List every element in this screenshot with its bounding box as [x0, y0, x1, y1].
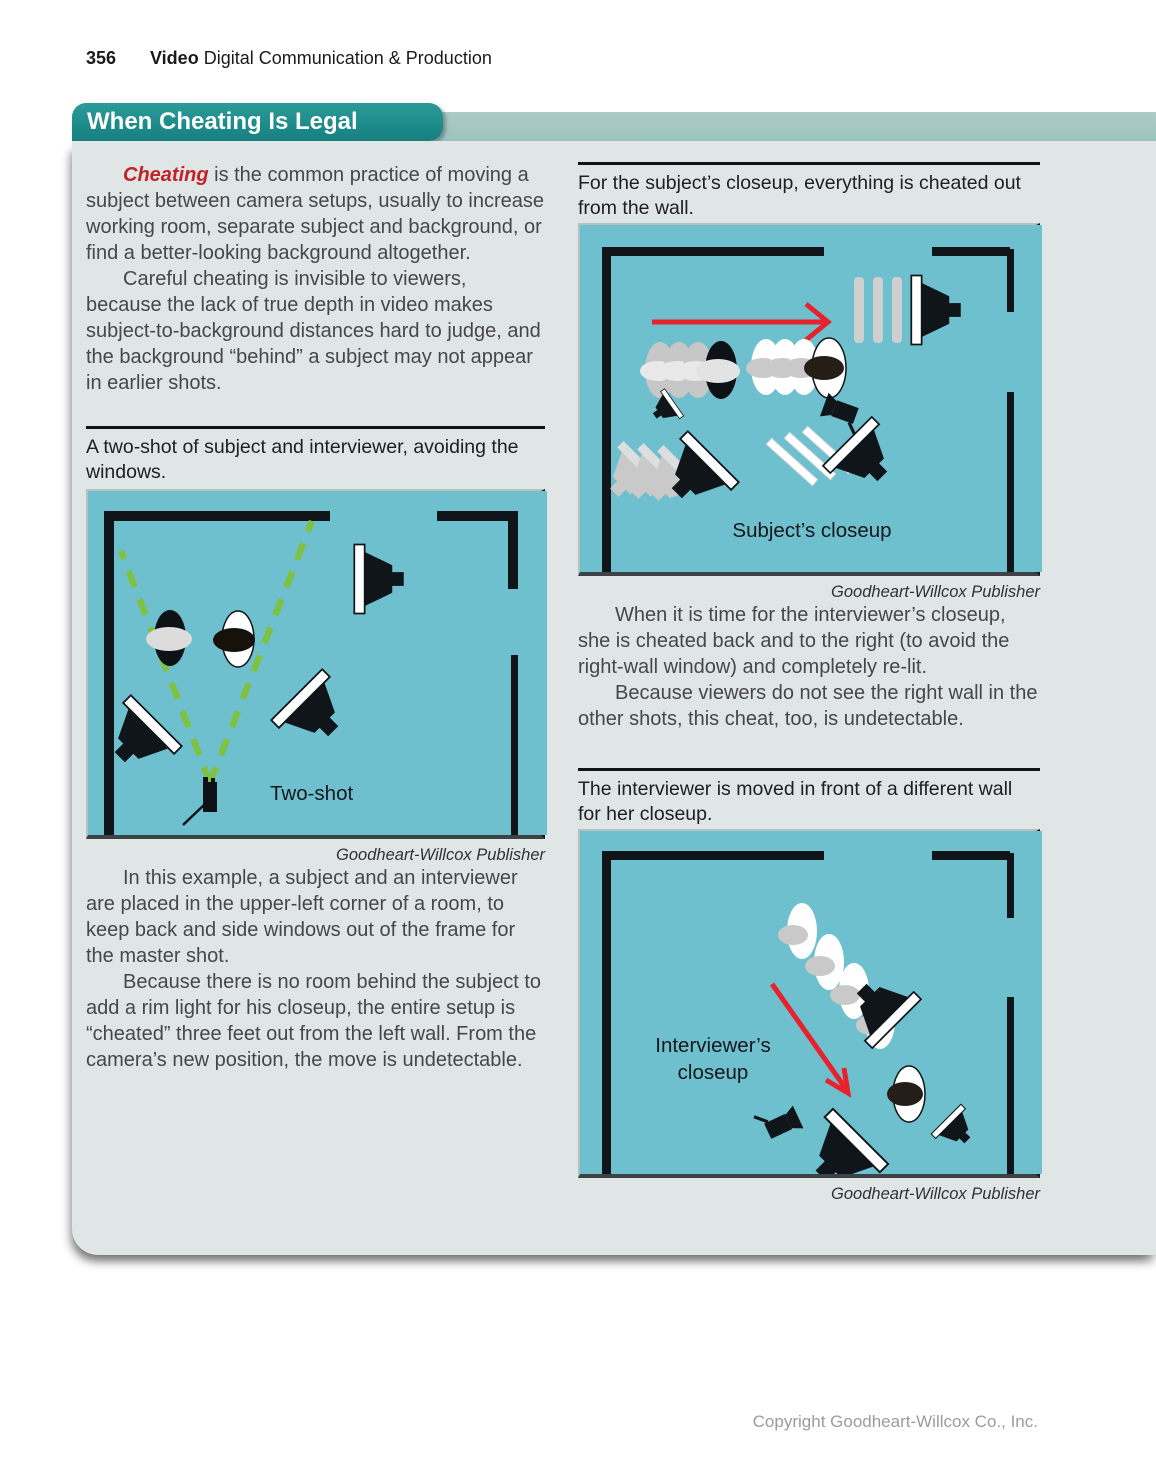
figure-credit: Goodheart-Willcox Publisher	[831, 583, 1040, 601]
interviewer-ghost-trail	[746, 339, 819, 395]
section-banner: When Cheating Is Legal	[72, 103, 443, 141]
copyright-line: Copyright Goodheart-Willcox Co., Inc.	[752, 1412, 1038, 1431]
left-column: Cheating is the common practice of movin…	[86, 162, 547, 1204]
banner-strip	[430, 112, 1156, 141]
camera-icon	[752, 1098, 806, 1147]
small-light-icon	[930, 1103, 983, 1156]
figure-caption-subject-closeup: For the subject’s closeup, everything is…	[578, 162, 1040, 221]
page-number: 356	[86, 48, 117, 68]
book-title-rest: Digital Communication & Production	[203, 48, 492, 68]
room-walls	[602, 851, 1014, 1174]
two-shot-diagram: Two-shot	[88, 491, 547, 835]
subject-icon	[146, 610, 192, 666]
interviewer-closeup-label-line1: Interviewer’s	[655, 1034, 770, 1057]
light-icon	[792, 1107, 890, 1174]
two-shot-label: Two-shot	[270, 782, 353, 805]
light-icon	[910, 274, 962, 346]
light-icon	[822, 416, 908, 502]
interviewer-closeup-diagram: Interviewer’s closeup	[580, 831, 1042, 1174]
subject-closeup-diagram: Subject’s closeup	[580, 225, 1042, 572]
room-walls	[602, 247, 1014, 572]
interviewer-icon	[804, 337, 847, 399]
body-paragraph-4: Because there is no room behind the subj…	[86, 971, 542, 1071]
interviewer-icon	[887, 1065, 926, 1123]
figure-interviewer-closeup: Interviewer’s closeup	[578, 829, 1042, 1178]
keyword-cheating: Cheating	[123, 164, 209, 186]
right-column: For the subject’s closeup, everything is…	[578, 162, 1042, 1204]
figure-two-shot: Two-shot	[86, 489, 547, 839]
light-ghost-trail	[854, 277, 902, 343]
section-title: When Cheating Is Legal	[87, 108, 358, 135]
light-icon	[353, 543, 405, 615]
book-title-bold: Video	[150, 48, 199, 68]
interviewer-icon	[213, 610, 255, 668]
intro-paragraph-2: Careful cheating is invisible to viewers…	[86, 268, 541, 394]
body-paragraph-3: In this example, a subject and an interv…	[86, 867, 518, 967]
camera-fov-lines	[117, 519, 316, 785]
subject-ghost-trail	[640, 342, 714, 398]
intro-paragraph-1: Cheating is the common practice of movin…	[86, 164, 545, 264]
cheat-arrow	[652, 302, 832, 342]
figure-caption-interviewer-closeup: The interviewer is moved in front of a d…	[578, 768, 1040, 827]
light-icon	[270, 668, 360, 758]
running-head: 356 Video Digital Communication & Product…	[86, 48, 492, 69]
room-walls	[104, 511, 518, 835]
subject-icon	[696, 341, 740, 399]
cheat-arrow	[769, 982, 852, 1098]
figure-subject-closeup: Subject’s closeup	[578, 223, 1042, 576]
subject-closeup-label: Subject’s closeup	[732, 519, 891, 542]
figure-credit: Goodheart-Willcox Publisher	[336, 846, 545, 864]
figure-caption-two-shot: A two-shot of subject and interviewer, a…	[86, 426, 545, 485]
interviewer-closeup-label-line2: closeup	[678, 1061, 749, 1084]
camera-icon	[182, 777, 217, 826]
feature-panel: Cheating is the common practice of movin…	[72, 141, 1156, 1255]
body-paragraph-5: When it is time for the interviewer’s cl…	[578, 604, 1010, 678]
body-paragraph-6: Because viewers do not see the right wal…	[578, 682, 1038, 730]
figure-credit: Goodheart-Willcox Publisher	[831, 1185, 1040, 1203]
